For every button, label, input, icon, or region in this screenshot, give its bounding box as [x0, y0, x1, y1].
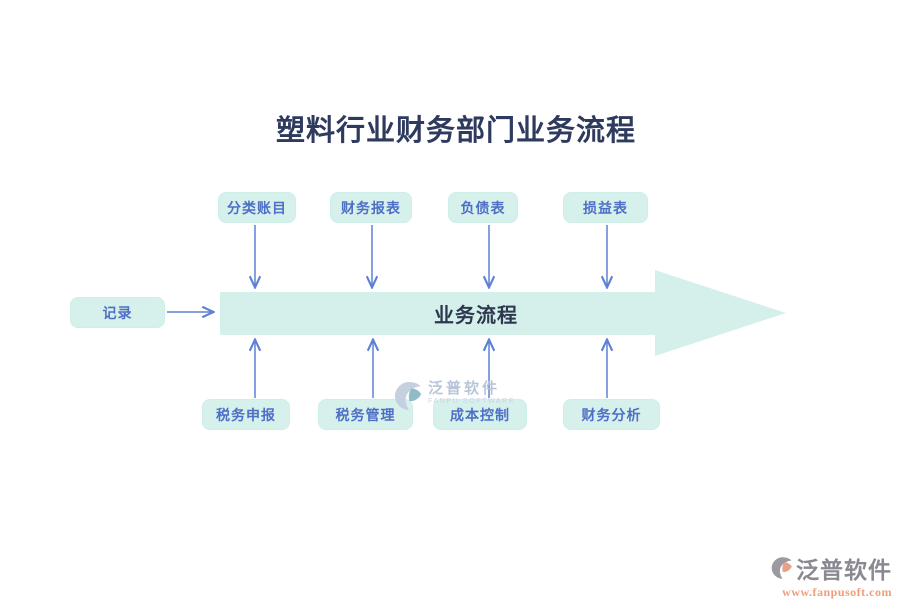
- node-label: 财务分析: [581, 406, 642, 423]
- node-record: 记录: [70, 297, 165, 328]
- watermark-url-text: www.fanpusoft.com: [782, 585, 892, 599]
- node-label: 成本控制: [450, 406, 510, 423]
- watermark-corner: 泛普软件 www.fanpusoft.com: [771, 551, 892, 600]
- node-tax-management: 税务管理: [318, 399, 413, 430]
- node-label: 分类账目: [227, 199, 287, 216]
- node-label: 损益表: [583, 199, 628, 216]
- process-banner-arrow: [220, 270, 786, 356]
- watermark-center: 泛普软件 FANPU SOFTWARE: [394, 380, 515, 412]
- node-financial-statements: 财务报表: [330, 192, 412, 223]
- connector-arrows: [167, 225, 607, 398]
- watermark-brand-text: 泛普软件: [796, 558, 892, 583]
- process-banner-label: 业务流程: [434, 305, 518, 327]
- node-classified-accounts: 分类账目: [218, 192, 296, 223]
- node-cost-control: 成本控制: [433, 399, 527, 430]
- node-label: 税务申报: [216, 406, 276, 423]
- fanpu-logo-icon: [394, 381, 422, 411]
- diagram-title: 塑料行业财务部门业务流程: [275, 115, 636, 147]
- fanpu-logo-icon: [771, 557, 792, 579]
- node-profit-loss-statement: 损益表: [563, 192, 648, 223]
- node-label: 负债表: [460, 199, 506, 216]
- node-financial-analysis: 财务分析: [563, 399, 660, 430]
- watermark-brand-text: 泛普软件: [428, 380, 501, 397]
- node-label: 记录: [102, 304, 133, 321]
- node-liability-statement: 负债表: [448, 192, 518, 223]
- node-tax-declaration: 税务申报: [202, 399, 290, 430]
- node-label: 税务管理: [335, 406, 396, 423]
- watermark-subtitle-text: FANPU SOFTWARE: [428, 398, 516, 405]
- node-label: 财务报表: [341, 199, 401, 216]
